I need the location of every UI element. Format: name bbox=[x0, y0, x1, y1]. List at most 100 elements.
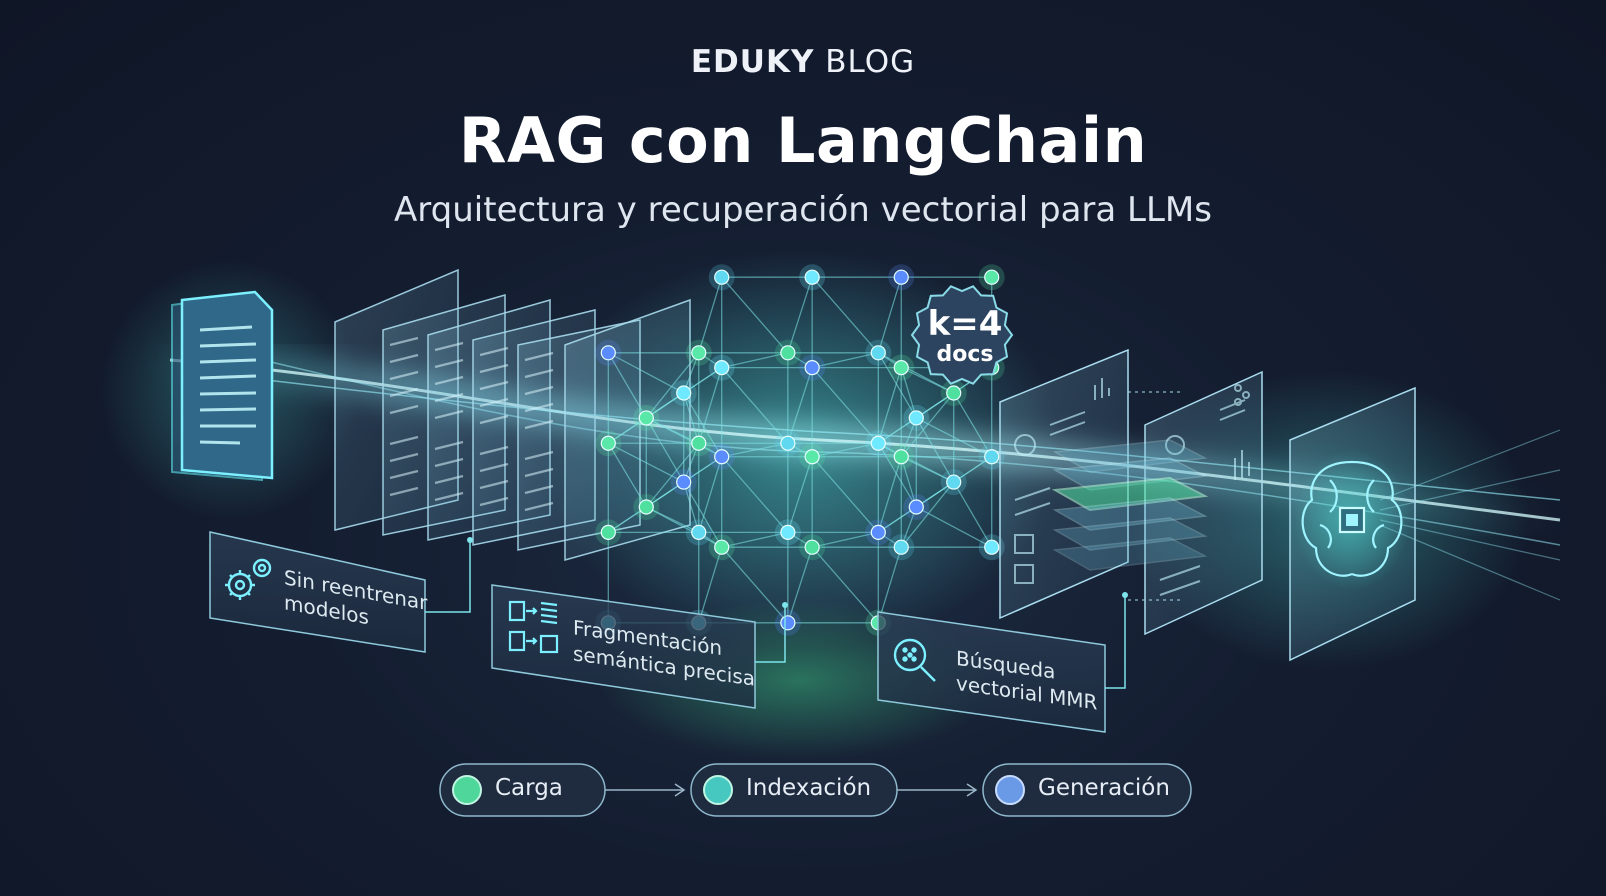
network-edge bbox=[953, 481, 993, 548]
network-node bbox=[870, 524, 886, 540]
network-node bbox=[780, 524, 796, 540]
llm-brain-panel bbox=[1289, 386, 1416, 662]
pill-label-generacion: Generación bbox=[1038, 775, 1170, 801]
network-edge bbox=[645, 417, 685, 483]
network-node bbox=[780, 345, 796, 361]
network-node bbox=[984, 269, 1000, 285]
gears-icon bbox=[225, 558, 272, 600]
network-edge bbox=[645, 352, 700, 419]
network-edge bbox=[812, 352, 879, 369]
network-edge bbox=[900, 367, 917, 419]
network-edge bbox=[811, 367, 879, 444]
document-stack-icon bbox=[171, 290, 274, 482]
network-edge bbox=[900, 481, 955, 548]
network-edge bbox=[787, 367, 813, 444]
network-edge bbox=[877, 547, 902, 623]
network-node bbox=[600, 435, 616, 451]
network-edge bbox=[683, 392, 700, 444]
network-edge bbox=[721, 456, 789, 533]
network-edge bbox=[811, 456, 879, 533]
network-node bbox=[893, 360, 909, 376]
network-node bbox=[893, 449, 909, 465]
network-edge bbox=[877, 417, 917, 444]
status-dot-carga bbox=[452, 775, 482, 805]
callout-sin-reentrenar: Sin reentrenar modelos bbox=[209, 531, 473, 653]
page-subtitle: Arquitectura y recuperación vectorial pa… bbox=[394, 190, 1212, 230]
network-node bbox=[714, 269, 730, 285]
network-node bbox=[691, 524, 707, 540]
network-node bbox=[780, 615, 796, 631]
network-edge bbox=[607, 506, 647, 533]
network-edge bbox=[607, 442, 647, 508]
network-edge bbox=[645, 442, 700, 508]
network-node bbox=[676, 474, 692, 490]
brand-name: EDUKY bbox=[690, 44, 815, 80]
network-node bbox=[870, 435, 886, 451]
network-edge bbox=[607, 417, 647, 444]
network-edge bbox=[721, 367, 789, 444]
network-node bbox=[804, 269, 820, 285]
pill-generacion bbox=[982, 763, 1192, 817]
badge-k-text: k=4 bbox=[928, 304, 1003, 344]
network-edge bbox=[683, 392, 723, 458]
network-edge bbox=[812, 531, 879, 548]
network-edge bbox=[721, 276, 789, 354]
network-edge bbox=[811, 276, 879, 354]
arrow-icon bbox=[674, 783, 686, 797]
network-edge bbox=[877, 352, 955, 394]
network-edge bbox=[721, 442, 788, 458]
retrieval-dashboard-panels bbox=[999, 348, 1263, 636]
badge-docs-text: docs bbox=[937, 342, 994, 367]
network-node bbox=[638, 499, 654, 515]
network-edge bbox=[698, 367, 723, 444]
network-edge bbox=[721, 531, 788, 548]
network-node bbox=[714, 449, 730, 465]
network-node bbox=[714, 360, 730, 376]
network-edge bbox=[787, 456, 813, 533]
network-edge bbox=[900, 456, 917, 508]
network-edge bbox=[698, 456, 723, 533]
network-edge bbox=[900, 392, 955, 458]
search-icon bbox=[893, 638, 936, 682]
pill-label-carga: Carga bbox=[495, 775, 563, 801]
network-node bbox=[946, 474, 962, 490]
pipeline-steps bbox=[439, 763, 1192, 817]
network-node bbox=[870, 345, 886, 361]
network-edge bbox=[877, 442, 917, 508]
network-node bbox=[691, 435, 707, 451]
network-edge bbox=[877, 506, 917, 533]
network-node bbox=[893, 269, 909, 285]
callout-fragmentacion: Fragmentación semántica precisa bbox=[491, 584, 788, 709]
network-node bbox=[984, 449, 1000, 465]
page-title: RAG con LangChain bbox=[458, 104, 1148, 177]
network-node bbox=[600, 345, 616, 361]
network-node bbox=[804, 360, 820, 376]
network-edge bbox=[915, 417, 955, 483]
arrow-icon bbox=[966, 783, 978, 797]
blog-brand: EDUKY BLOG bbox=[0, 44, 1606, 80]
network-edge bbox=[721, 546, 789, 624]
network-edge bbox=[877, 352, 917, 419]
network-edge bbox=[915, 506, 993, 548]
pill-label-indexacion: Indexación bbox=[746, 775, 872, 801]
network-node bbox=[780, 435, 796, 451]
k-docs-badge: k=4 docs bbox=[910, 285, 1014, 385]
network-edge bbox=[683, 481, 723, 548]
network-edge bbox=[787, 547, 813, 623]
status-dot-indexacion bbox=[703, 775, 733, 805]
network-node bbox=[804, 449, 820, 465]
network-node bbox=[638, 410, 654, 426]
network-edge bbox=[877, 456, 902, 533]
network-edge bbox=[787, 277, 813, 353]
callout-busqueda: Búsqueda vectorial MMR bbox=[877, 592, 1128, 733]
network-edge bbox=[811, 546, 879, 624]
network-node bbox=[908, 410, 924, 426]
status-dot-generacion bbox=[995, 775, 1025, 805]
network-node bbox=[804, 539, 820, 555]
network-edge bbox=[877, 367, 902, 444]
network-edge bbox=[646, 417, 700, 444]
network-edge bbox=[698, 547, 723, 623]
network-node bbox=[676, 385, 692, 401]
